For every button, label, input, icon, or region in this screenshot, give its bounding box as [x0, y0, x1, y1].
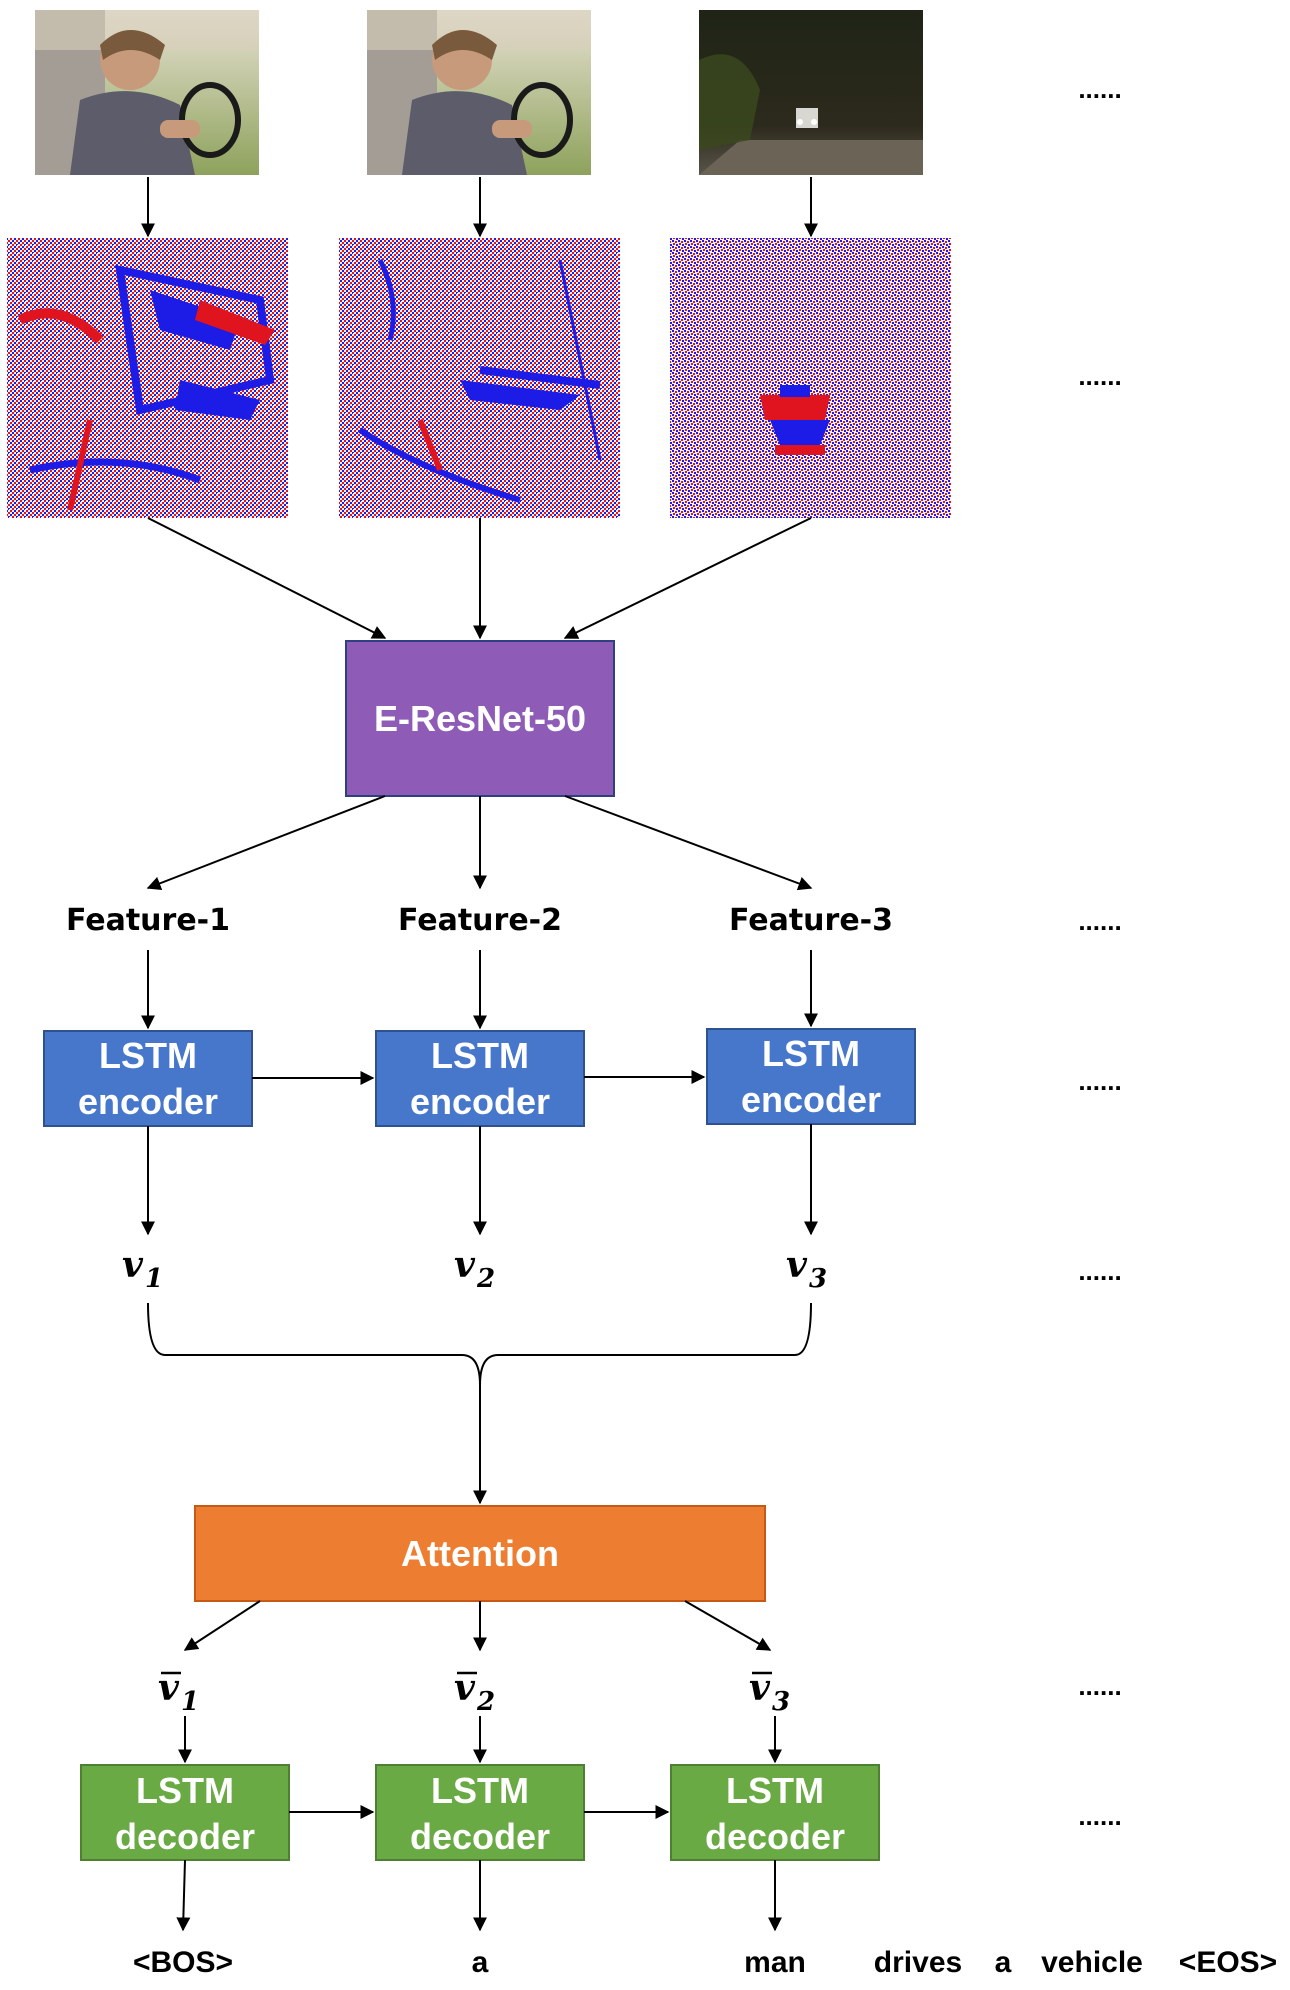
- ellipsis-row-decoders: ......: [1078, 1801, 1121, 1831]
- backbone-block: E-ResNet-50: [345, 640, 615, 797]
- attended-v2-subscript: 2: [476, 1687, 495, 1717]
- attended-vector-2: v 2: [454, 1667, 495, 1717]
- ellipsis-row-maps: ......: [1078, 361, 1121, 391]
- lstm-decoder-3: LSTM decoder: [670, 1764, 880, 1861]
- map-to-backbone-arrows: [147, 517, 812, 640]
- decoder-2-line2: decoder: [410, 1816, 550, 1857]
- backbone-label: E-ResNet-50: [374, 698, 586, 739]
- vector-v3-symbol: v: [786, 1244, 808, 1286]
- vector-v2-symbol: v: [454, 1244, 476, 1286]
- attention-block: Attention: [194, 1505, 766, 1602]
- output-word-4: drives: [874, 1946, 962, 1979]
- feature-label-2: Feature-2: [398, 903, 562, 938]
- vector-v3-subscript: 3: [809, 1264, 827, 1294]
- vector-v1: v 1: [122, 1244, 163, 1294]
- lstm-encoder-2: LSTM encoder: [375, 1030, 585, 1127]
- output-word-6: vehicle: [1041, 1946, 1143, 1979]
- lstm-encoder-3: LSTM encoder: [706, 1028, 916, 1125]
- ellipsis-row-frames: ......: [1078, 74, 1121, 104]
- encoder-1-line2: encoder: [78, 1081, 218, 1122]
- attention-to-vector-arrows: [183, 1600, 772, 1652]
- feature-label-1: Feature-1: [66, 903, 230, 938]
- attended-v2-symbol: v: [454, 1667, 476, 1709]
- backbone-box: [345, 640, 615, 797]
- feature-to-encoder-arrows: [141, 950, 818, 1030]
- encoder-3-line1: LSTM: [762, 1033, 860, 1074]
- vector-to-decoder-arrows: [178, 1716, 782, 1764]
- event-map-1: [7, 238, 288, 518]
- attention-box: [194, 1505, 766, 1602]
- ellipsis-row-encoders: ......: [1078, 1066, 1121, 1096]
- output-word-3: man: [744, 1946, 806, 1979]
- output-word-1: <BOS>: [133, 1946, 233, 1979]
- vector-v1-subscript: 1: [145, 1264, 163, 1294]
- decoder-2-line1: LSTM: [431, 1770, 529, 1811]
- decoder-1-line2: decoder: [115, 1816, 255, 1857]
- feature-label-3: Feature-3: [729, 903, 893, 938]
- event-map-3: [670, 238, 951, 518]
- encoder-2-line2: encoder: [410, 1081, 550, 1122]
- encoder-3-line2: encoder: [741, 1079, 881, 1120]
- attention-label: Attention: [401, 1533, 559, 1574]
- output-word-5: a: [995, 1946, 1012, 1979]
- ellipsis-row-attended: ......: [1078, 1671, 1121, 1701]
- vector-v3: v 3: [786, 1244, 827, 1294]
- input-frame-3: [699, 10, 923, 175]
- attended-v3-symbol: v: [749, 1667, 771, 1709]
- lstm-encoder-1: LSTM encoder: [43, 1030, 253, 1127]
- vector-v1-symbol: v: [122, 1244, 144, 1286]
- decoder-to-word-arrows: [176, 1859, 782, 1932]
- frame-to-map-arrows: [141, 177, 818, 238]
- attended-vector-3: v 3: [749, 1667, 790, 1717]
- output-word-2: a: [472, 1946, 489, 1979]
- input-frame-2: [367, 10, 591, 175]
- lstm-decoder-1: LSTM decoder: [80, 1764, 290, 1861]
- event-map-2: [339, 238, 620, 518]
- ellipsis-row-vectors: ......: [1078, 1256, 1121, 1286]
- backbone-to-feature-arrows: [146, 795, 813, 891]
- lstm-decoder-2: LSTM decoder: [375, 1764, 585, 1861]
- attended-vector-1: v 1: [158, 1667, 199, 1717]
- encoder-2-line1: LSTM: [431, 1035, 529, 1076]
- decoder-1-line1: LSTM: [136, 1770, 234, 1811]
- vector-v2-subscript: 2: [476, 1264, 495, 1294]
- input-frame-1: [35, 10, 259, 175]
- attended-v3-subscript: 3: [772, 1687, 790, 1717]
- attended-v1-subscript: 1: [181, 1687, 199, 1717]
- ellipsis-row-features: ......: [1078, 906, 1121, 936]
- output-word-7: <EOS>: [1179, 1946, 1277, 1979]
- encoder-chain-arrows: [252, 1070, 706, 1085]
- decoder-3-line1: LSTM: [726, 1770, 824, 1811]
- grouping-brace: [147, 1302, 812, 1386]
- attended-v1-symbol: v: [158, 1667, 180, 1709]
- encoder-to-vector-arrows: [141, 1124, 818, 1236]
- vector-v2: v 2: [454, 1244, 495, 1294]
- decoder-3-line2: decoder: [705, 1816, 845, 1857]
- encoder-1-line1: LSTM: [99, 1035, 197, 1076]
